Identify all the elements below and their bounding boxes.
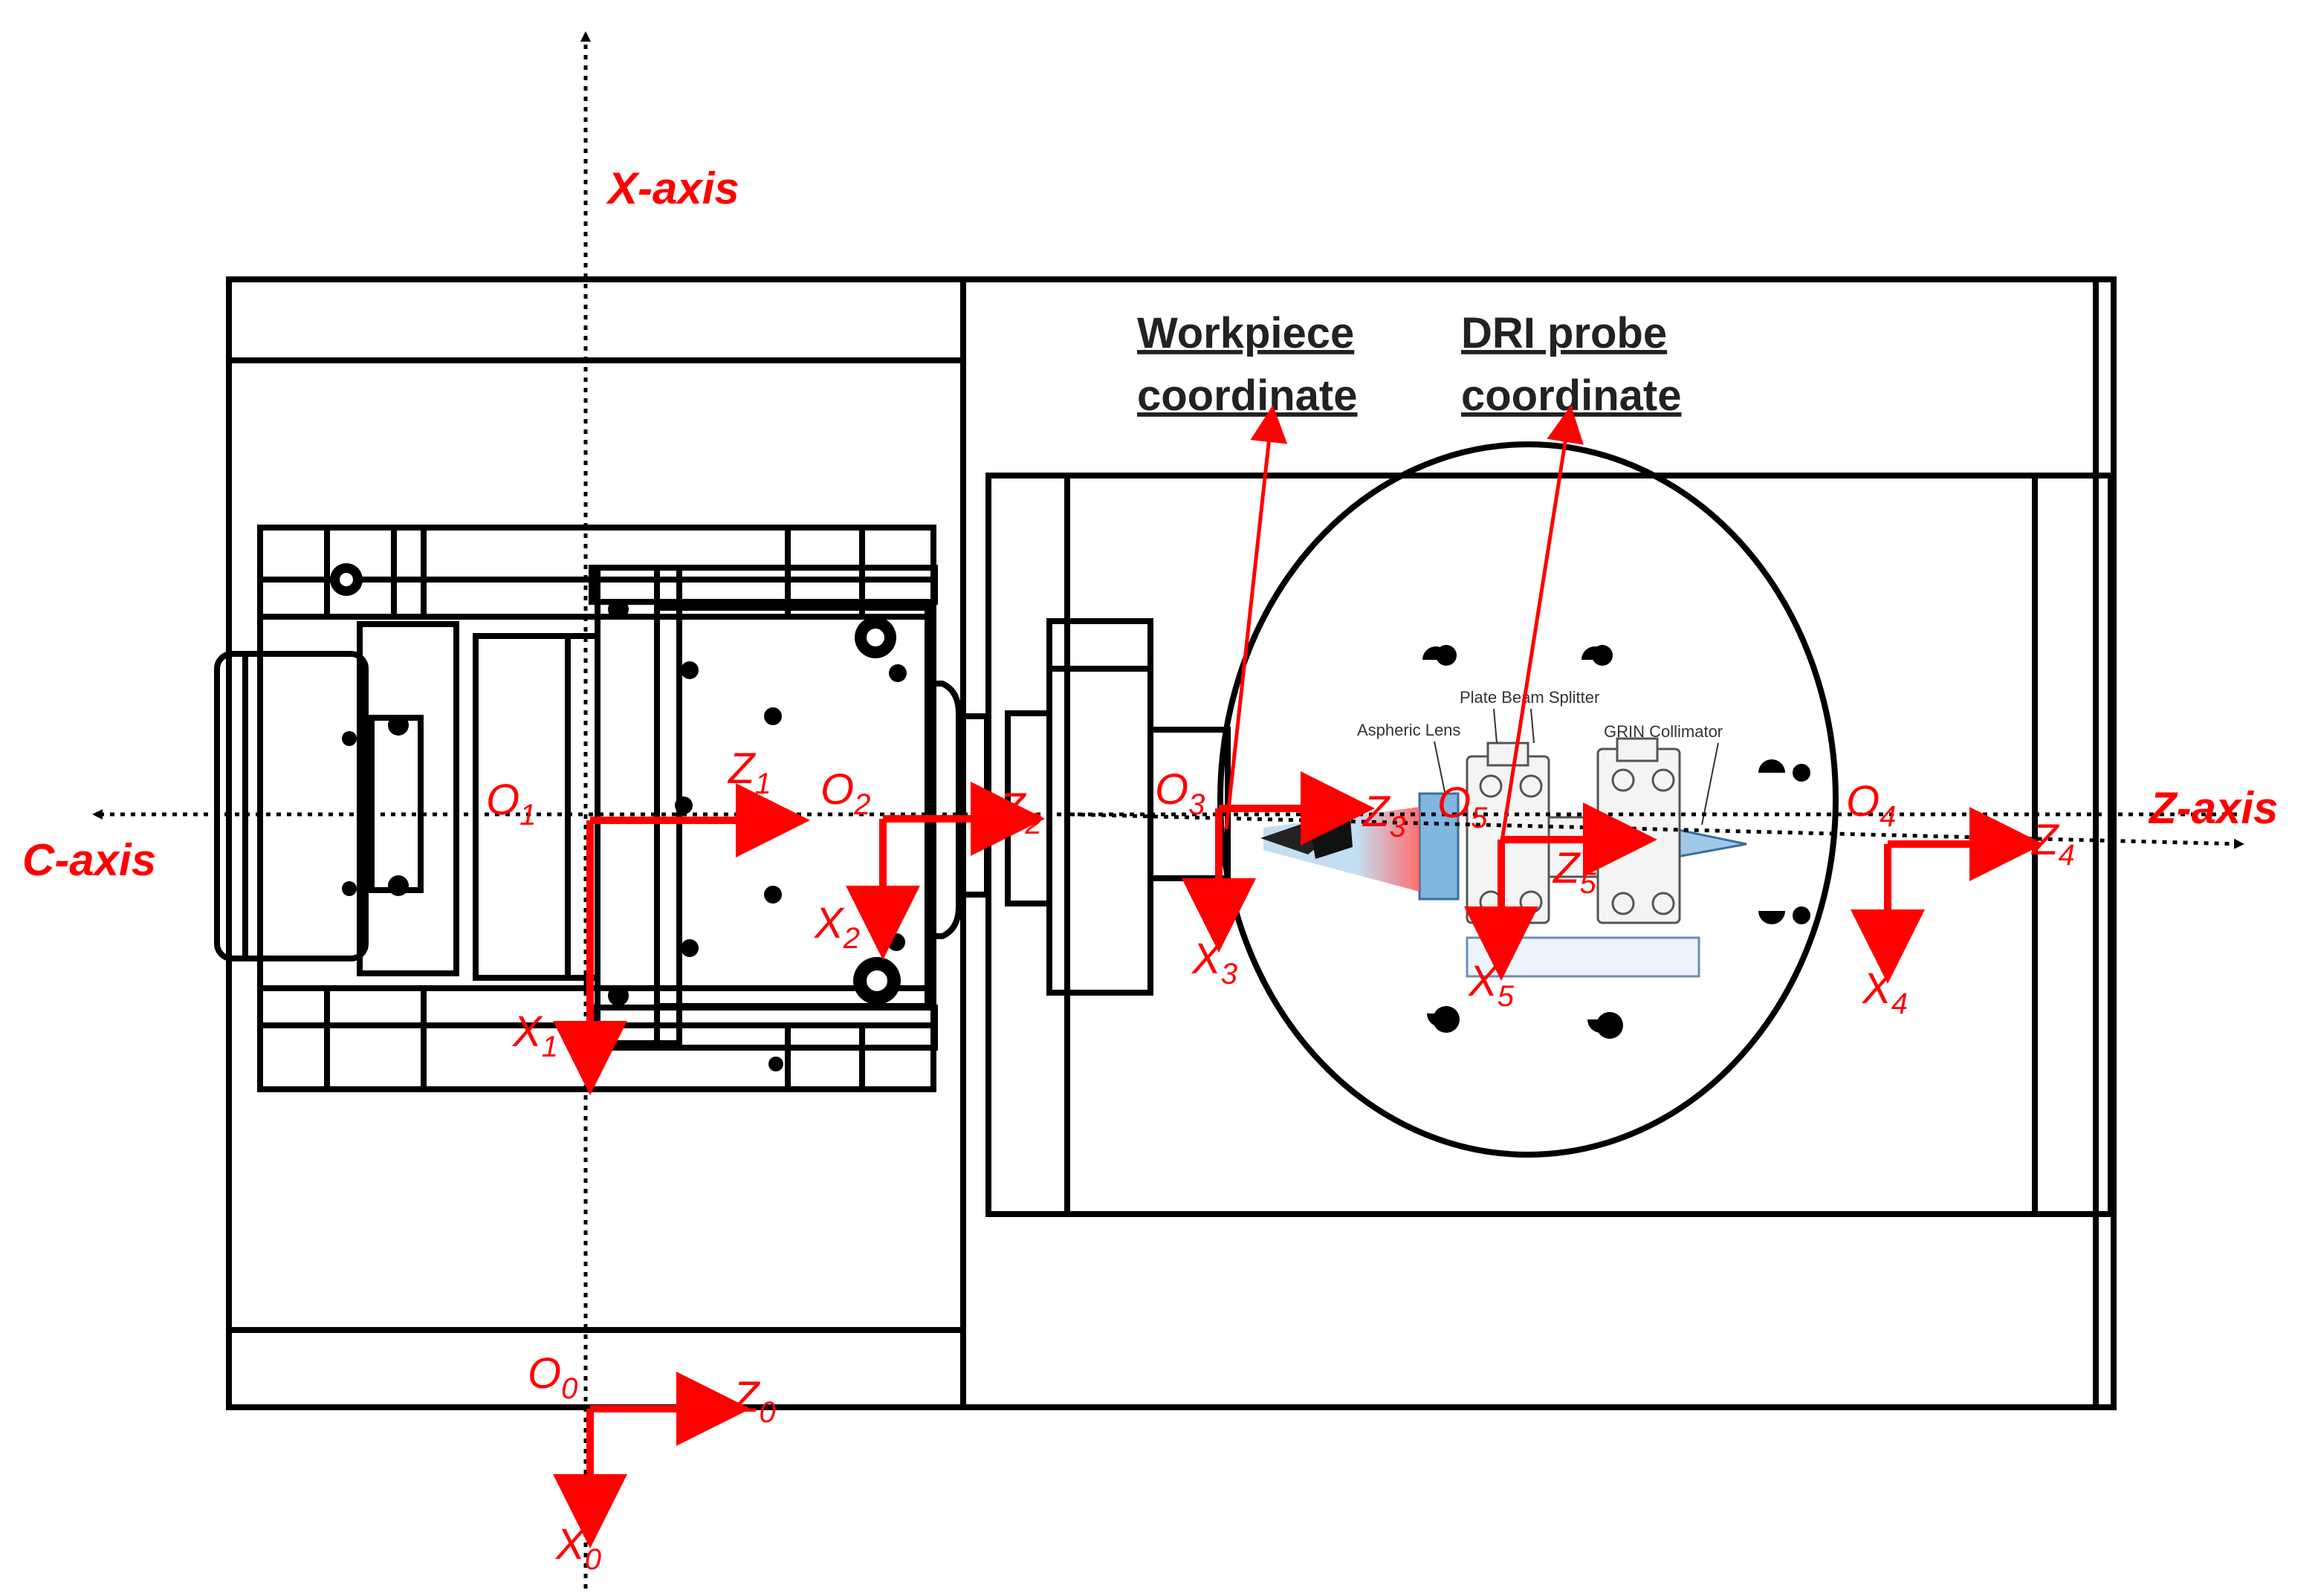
origin-4-label: O4 <box>1846 777 1896 833</box>
chuck-assembly <box>1005 618 1231 996</box>
x-axis-label: X-axis <box>606 163 739 213</box>
z1-label: Z1 <box>727 745 771 800</box>
x3-label: X3 <box>1191 935 1237 990</box>
dri-caption: DRI probe coordinate <box>1461 309 1682 420</box>
x5-label: X5 <box>1467 957 1515 1013</box>
workpiece-caption-line1: Workpiece <box>1137 309 1354 357</box>
workpiece-caption: Workpiece coordinate <box>1137 309 1358 420</box>
z3-label: Z3 <box>1362 788 1406 843</box>
z0-label: Z0 <box>731 1373 776 1429</box>
frame-labels: O0 Z0 X0 O1 Z1 X1 O2 Z2 X2 O3 Z3 X3 O4 Z… <box>486 745 2075 1576</box>
z-axis-label: Z-axis <box>2148 783 2278 833</box>
rotary-table <box>1217 441 1839 1158</box>
grin-collimator-label: GRIN Collimator <box>1604 722 1723 741</box>
spindle-assembly <box>214 525 990 1092</box>
plate-beam-splitter-label: Plate Beam Splitter <box>1460 688 1599 707</box>
coordinate-frames <box>553 771 2044 1548</box>
origin-5-label: O5 <box>1437 779 1488 834</box>
origin-2-label: O2 <box>820 765 870 821</box>
dri-caption-line1: DRI probe <box>1461 309 1667 357</box>
z5-label: Z5 <box>1552 844 1596 900</box>
dri-caption-line2: coordinate <box>1461 372 1682 420</box>
aspheric-lens-label: Aspheric Lens <box>1357 721 1460 739</box>
x2-label: X2 <box>813 899 860 955</box>
x1-label: X1 <box>511 1008 558 1063</box>
z2-label: Z2 <box>997 785 1042 840</box>
origin-0-label: O0 <box>528 1349 577 1405</box>
z4-label: Z4 <box>2030 816 2075 872</box>
workpiece-caption-line2: coordinate <box>1137 372 1358 420</box>
x4-label: X4 <box>1861 964 1908 1020</box>
origin-3-label: O3 <box>1155 765 1205 821</box>
origin-1-label: O1 <box>486 776 536 831</box>
c-axis-label: C-axis <box>22 835 156 885</box>
caption-leaders <box>1224 405 1584 846</box>
x0-label: X0 <box>554 1520 601 1576</box>
